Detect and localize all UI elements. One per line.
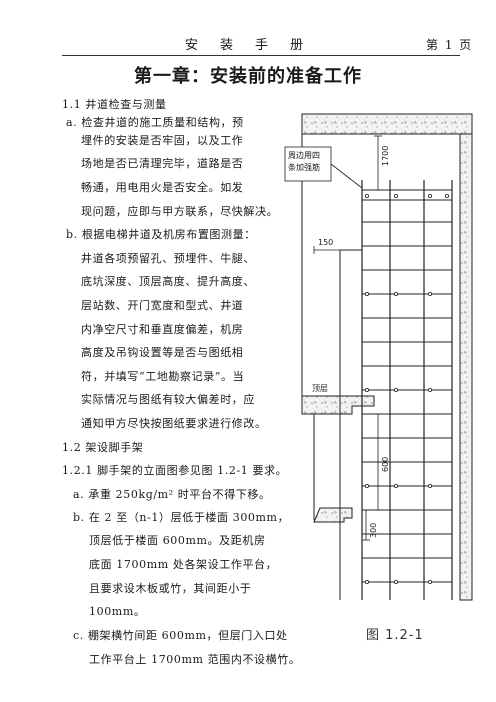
paragraph-line: 底坑深度、顶层高度、提升高度、 (81, 275, 255, 288)
reinforce-label-line: 周边用四 (288, 151, 320, 160)
floor-label: 顶层 (312, 384, 328, 393)
paragraph-line: 通知甲方尽快按图纸要求进行修改。 (81, 417, 267, 430)
paragraph-line: b. 在 2 至（n-1）层低于楼面 300mm， (73, 511, 290, 524)
paragraph-line: a. 检查井道的施工质量和结构，预 (66, 116, 244, 129)
paragraph-line: 层站数、开门宽度和型式、井道 (81, 299, 244, 312)
top-slab (301, 113, 473, 135)
section-heading-1-1: 1.1 井道检查与测量 (62, 98, 167, 111)
paragraph-line: 畅通，用电用火是否安全。如发 (81, 181, 244, 194)
paragraph-line: 埋件的安装是否牢固，以及工作 (81, 134, 244, 147)
paragraph-line: b. 根据电梯井道及机房布置图测量： (66, 228, 256, 241)
sub-heading-1-2-1: 1.2.1 脚手架的立面图参见图 1.2-1 要求。 (62, 464, 288, 477)
dim-150: 150 (318, 238, 334, 247)
dim-1700: 1700 (381, 145, 390, 166)
top-floor-slab (301, 395, 375, 415)
reinforce-label: 周边用四 条加强筋 (288, 150, 320, 174)
header-title: 安装手册 (185, 38, 326, 53)
dim-600: 600 (381, 456, 390, 472)
header-divider (62, 55, 460, 56)
paragraph-line: 底面 1700mm 处各架设工作平台， (89, 558, 278, 571)
paragraph-line: 实际情况与图纸有较大偏差时，应 (81, 393, 255, 406)
reinforce-label-box (284, 146, 332, 182)
paragraph-line: 高度及吊钩设置等是否与图纸相 (81, 346, 244, 359)
dim-300: 300 (369, 522, 378, 538)
paragraph-line: 100mm。 (89, 605, 146, 618)
page-number: 第 1 页 (426, 38, 472, 52)
dimension-lines (313, 135, 382, 541)
paragraph-line: 现问题，应即与甲方联系，尽快解决。 (81, 205, 279, 218)
paragraph-line: 场地是否已清理完毕，道路是否 (81, 157, 244, 170)
chapter-title: 第一章：安装前的准备工作 (134, 66, 362, 87)
paragraph-line: c. 棚架横竹间距 600mm，但层门入口处 (73, 629, 288, 642)
scaffold-clamps (364, 193, 449, 585)
lower-floor-slab (313, 507, 353, 523)
paragraph-line: 内净空尺寸和垂直度偏差，机房 (81, 323, 244, 336)
paragraph-line: 顶层低于楼面 600mm。及距机房 (89, 534, 266, 547)
paragraph-line: 且要求设木板或竹，其间距小于 (89, 582, 252, 595)
section-heading-1-2: 1.2 架设脚手架 (62, 441, 144, 454)
paragraph-line: 符，并填写“工地勘察记录”。当 (81, 370, 245, 383)
right-wall (459, 133, 473, 601)
reinforce-label-line: 条加强筋 (288, 163, 320, 172)
figure-caption: 图 1.2-1 (366, 628, 424, 643)
paragraph-line: 工作平台上 1700mm 范围内不设横竹。 (89, 653, 301, 666)
paragraph-line: a. 承重 250kg/m² 时平台不得下移。 (73, 488, 271, 501)
paragraph-line: 井道各项预留孔、预埋件、牛腿、 (81, 252, 255, 265)
